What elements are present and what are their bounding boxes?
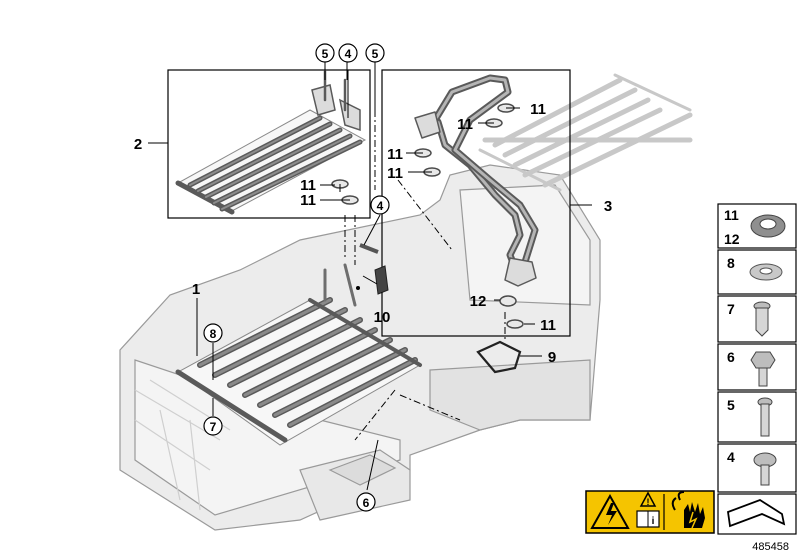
callout-7: 7 xyxy=(210,420,217,434)
legend-label-5: 5 xyxy=(727,397,735,413)
callout-5-b: 5 xyxy=(372,47,379,61)
connector-item-10 xyxy=(356,243,389,295)
leader-lines xyxy=(148,62,592,491)
callout-3: 3 xyxy=(604,198,612,215)
callout-11-a: 11 xyxy=(530,101,546,118)
hv-warning-label: ! i xyxy=(585,490,715,534)
callout-10: 10 xyxy=(374,309,391,326)
callout-11-d: 11 xyxy=(387,165,403,182)
legend-label-7: 7 xyxy=(727,301,735,317)
callout-11-e: 11 xyxy=(300,177,316,194)
parts-legend: 11 12 8 7 6 5 xyxy=(717,203,797,535)
callouts: 1 2 3 10 9 11 11 11 11 11 11 11 12 xyxy=(134,101,612,366)
callout-circle-4-a xyxy=(338,43,358,63)
o-ring-item-9 xyxy=(476,340,522,374)
callout-4-a: 4 xyxy=(345,47,352,61)
callout-circle-5-a xyxy=(315,43,335,63)
torx-screw-icon xyxy=(753,452,777,486)
coolant-line-item-3 xyxy=(414,74,539,287)
legend-label-8: 8 xyxy=(727,255,735,271)
callout-11-c: 11 xyxy=(387,146,403,163)
socket-bolt-icon xyxy=(757,397,773,437)
callout-11-g: 11 xyxy=(540,317,556,334)
bracket-shape-icon xyxy=(727,498,786,528)
callout-circle-4-b xyxy=(370,195,390,215)
svg-text:i: i xyxy=(652,516,655,527)
callout-4-b: 4 xyxy=(377,199,384,213)
cooling-plate-item-2 xyxy=(175,68,367,215)
callout-8: 8 xyxy=(210,327,217,341)
rivet-icon xyxy=(753,301,771,337)
callout-6: 6 xyxy=(363,496,370,510)
washer-icon xyxy=(750,214,786,238)
manual-icon: i xyxy=(636,510,660,528)
hex-bolt-icon xyxy=(750,351,776,387)
callout-1: 1 xyxy=(192,281,200,298)
callout-9: 9 xyxy=(548,349,556,366)
callout-5-a: 5 xyxy=(322,47,329,61)
svg-text:!: ! xyxy=(647,497,650,507)
callout-2: 2 xyxy=(134,136,142,153)
caution-icon xyxy=(639,491,657,507)
legend-label-6: 6 xyxy=(727,349,735,365)
circled-callouts xyxy=(203,43,390,512)
group-box-2 xyxy=(167,69,371,219)
callout-circle-5-b xyxy=(365,43,385,63)
legend-label-4: 4 xyxy=(727,449,735,465)
callout-11-b: 11 xyxy=(457,116,473,133)
callout-12: 12 xyxy=(470,293,487,310)
callout-circle-8 xyxy=(203,323,223,343)
cooling-plate-main xyxy=(175,263,422,446)
legend-box-4 xyxy=(717,443,797,493)
circled-callout-numbers: 5 4 5 4 8 7 6 xyxy=(210,47,384,510)
callout-circle-6 xyxy=(356,492,376,512)
diagram-id: 485458 xyxy=(752,541,789,553)
flat-washer-icon xyxy=(749,263,783,281)
callout-circle-7 xyxy=(203,416,223,436)
callout-11-f: 11 xyxy=(300,192,316,209)
no-touch-hand-icon xyxy=(671,491,705,529)
legend-label-12: 12 xyxy=(724,231,740,247)
legend-box-5 xyxy=(717,391,797,443)
legend-label-11: 11 xyxy=(724,207,739,223)
dash-dot-lines xyxy=(344,110,506,441)
